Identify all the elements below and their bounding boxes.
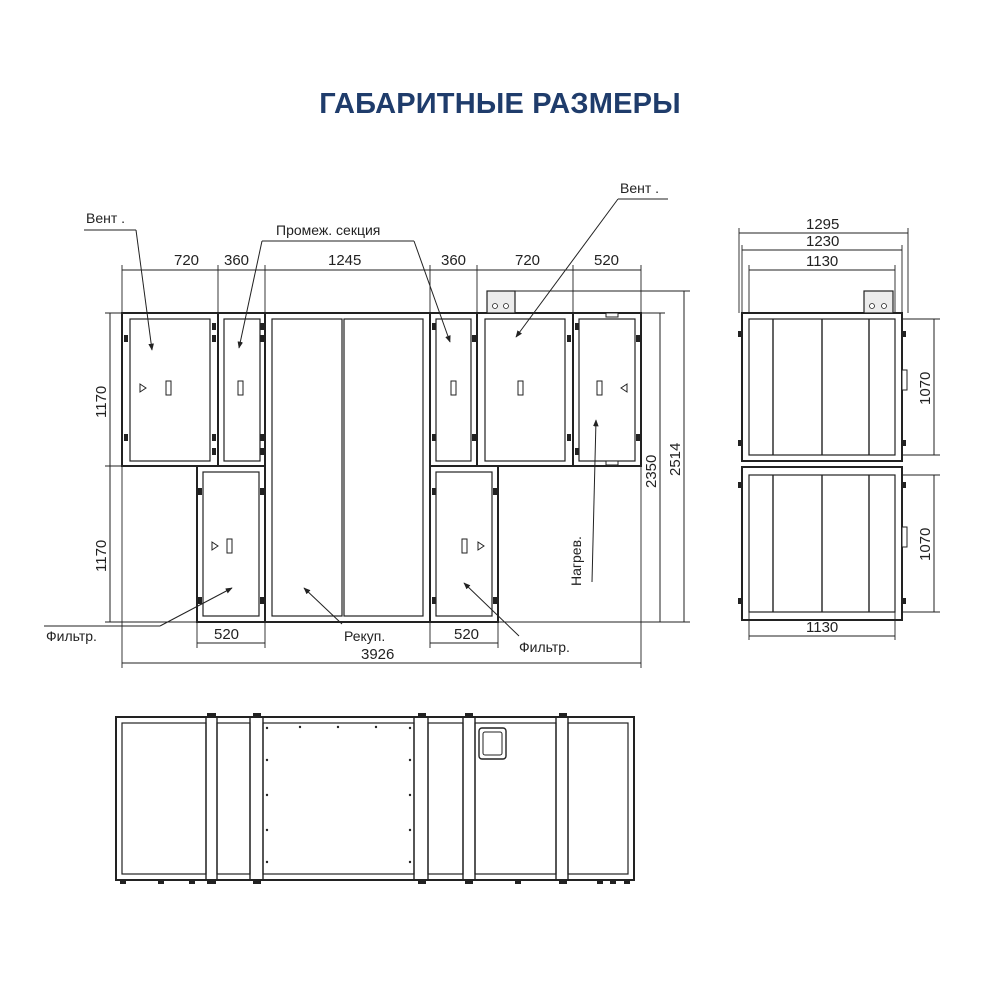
front-labels: Вент . Промеж. секция Вент . Нагрев. Фил…	[44, 180, 668, 655]
dim-1070-lower: 1070	[917, 528, 934, 561]
dim-720-left: 720	[174, 252, 199, 269]
label-intermediate: Промеж. секция	[276, 222, 380, 238]
side-view	[738, 290, 908, 621]
dim-2514: 2514	[667, 443, 684, 476]
dim-1230: 1230	[806, 233, 839, 250]
dim-720-right: 720	[515, 252, 540, 269]
label-vent-right: Вент .	[620, 180, 659, 196]
label-recup: Рекуп.	[344, 628, 385, 644]
label-heating: Нагрев.	[568, 536, 584, 586]
label-filter-right: Фильтр.	[519, 639, 570, 655]
dim-1070-upper: 1070	[917, 372, 934, 405]
front-bottom-dimensions: 520 520 3926	[121, 466, 642, 668]
side-dimensions: 1295 1230 1130 1070 1070 1130	[738, 216, 940, 640]
label-vent-left: Вент .	[86, 210, 125, 226]
dim-520-left-filter: 520	[214, 626, 239, 643]
dim-2350: 2350	[643, 455, 660, 488]
dim-360-left: 360	[224, 252, 249, 269]
dim-520-right-filter: 520	[454, 626, 479, 643]
label-filter-left: Фильтр.	[46, 628, 97, 644]
dim-1130-top: 1130	[806, 253, 838, 270]
side-electrical-box	[863, 290, 894, 314]
top-view	[115, 713, 635, 884]
front-left-dimensions: 1170 1170	[93, 312, 197, 623]
front-view	[121, 290, 642, 623]
dim-1245: 1245	[328, 252, 361, 269]
dim-520-top: 520	[594, 252, 619, 269]
dim-1130-bottom: 1130	[806, 619, 838, 636]
dim-360-right: 360	[441, 252, 466, 269]
dim-1170-lower: 1170	[93, 540, 110, 572]
dim-1170-upper: 1170	[93, 386, 110, 418]
dim-3926: 3926	[361, 646, 394, 663]
dim-1295: 1295	[806, 216, 839, 233]
page-title: ГАБАРИТНЫЕ РАЗМЕРЫ	[319, 88, 681, 120]
front-top-dimensions: 720 360 1245 360 720 520	[121, 252, 642, 313]
front-right-dimensions: 2350 2514	[498, 290, 690, 623]
electrical-box	[486, 290, 516, 314]
